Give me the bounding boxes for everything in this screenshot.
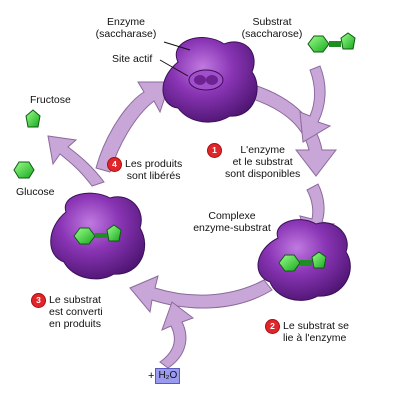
step-3-text: Le substrat est converti en produits [49, 294, 103, 330]
step-1-badge: 1 [208, 144, 221, 157]
arrow-substrat-in [299, 65, 332, 143]
step-2-badge: 2 [266, 320, 279, 333]
enzyme-with-products [50, 192, 146, 280]
substrate-bound [278, 251, 327, 272]
substrat-molecule [307, 32, 356, 53]
site-actif-label: Site actif [112, 53, 153, 65]
step-4-text: Les produits sont libérés [125, 158, 183, 182]
enzyme-label: Enzyme (saccharase) [95, 16, 157, 40]
glucose-label: Glucose [16, 186, 55, 198]
enzyme-free [162, 37, 258, 123]
arrow-water [159, 301, 195, 369]
water-plus: + [148, 370, 155, 382]
glucose-molecule [13, 161, 35, 179]
fructose-molecule [25, 109, 41, 128]
step-1: 1 L'enzyme et le substrat sont disponibl… [208, 144, 300, 180]
arrow-products-out [47, 135, 105, 187]
step-4: 4 Les produits sont libérés [108, 158, 182, 182]
step-2-text: Le substrat se lie à l'enzyme [283, 320, 349, 344]
water-label: H₂O [155, 368, 181, 384]
substrat-label: Substrat (saccharose) [241, 16, 303, 40]
step-2: 2 Le substrat se lie à l'enzyme [266, 320, 349, 344]
step-3-badge: 3 [32, 294, 45, 307]
arrow-bottom [129, 275, 273, 314]
step-1-text: L'enzyme et le substrat sont disponibles [225, 144, 301, 180]
arrow-top-right [249, 84, 338, 177]
water-molecule: + H₂O [148, 368, 181, 384]
fructose-label: Fructose [30, 94, 71, 106]
glucose-fructose-product [73, 224, 122, 245]
complexe-label: Complexe enzyme-substrat [193, 210, 271, 234]
step-3: 3 Le substrat est converti en produits [32, 294, 103, 330]
enzyme-substrate-complex [257, 219, 351, 301]
step-4-badge: 4 [108, 158, 121, 171]
leader-lines [159, 41, 191, 77]
